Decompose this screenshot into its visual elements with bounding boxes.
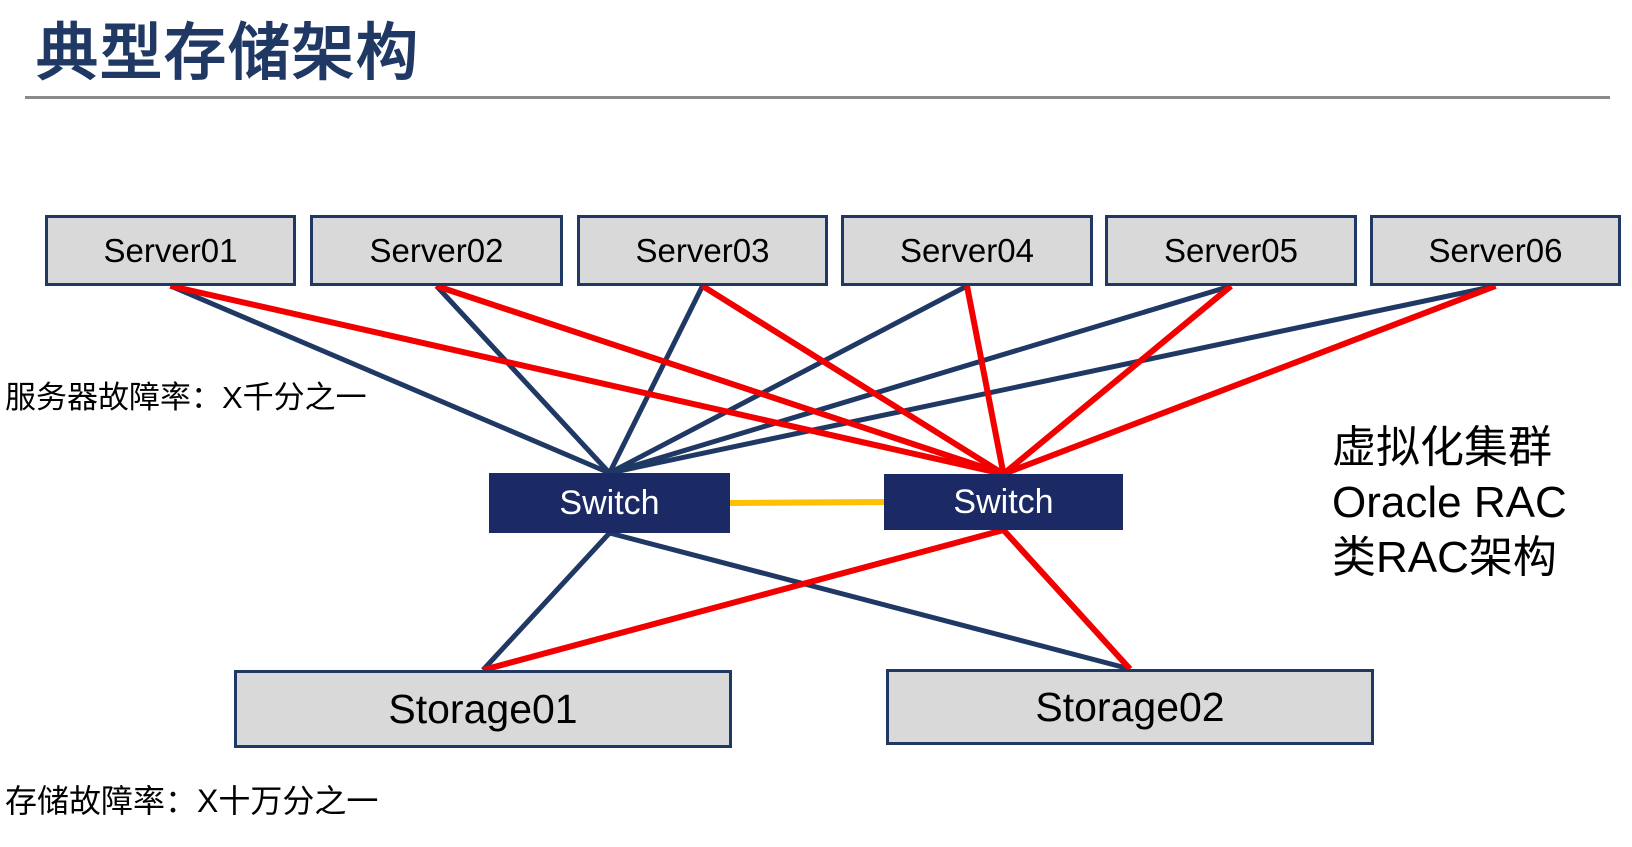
connection-line-red bbox=[964, 285, 1007, 475]
connection-line-orange bbox=[729, 499, 885, 506]
cluster-note-line-2: Oracle RAC bbox=[1332, 478, 1567, 527]
connection-line-red bbox=[1001, 283, 1233, 477]
server-03-label: Server03 bbox=[635, 231, 770, 269]
server-04-box: Server04 bbox=[841, 215, 1093, 286]
connection-line-red bbox=[435, 283, 1005, 477]
switch-right-label: Switch bbox=[953, 482, 1054, 521]
storage-failure-rate-note: 存储故障率：X十万分之一 bbox=[5, 783, 379, 819]
switch-left-box: Switch bbox=[489, 473, 730, 533]
server-06-box: Server06 bbox=[1370, 215, 1621, 286]
switch-left-label: Switch bbox=[559, 483, 660, 522]
connection-line-red bbox=[169, 283, 1005, 477]
page-title: 典型存储架构 bbox=[36, 19, 421, 88]
server-01-box: Server01 bbox=[45, 215, 296, 286]
cluster-note: 虚拟化集群 Oracle RAC 类RAC架构 bbox=[1332, 420, 1567, 585]
connection-line-red bbox=[1002, 283, 1497, 477]
server-05-label: Server05 bbox=[1164, 231, 1298, 269]
cluster-note-line-1: 虚拟化集群 bbox=[1332, 423, 1552, 472]
connection-line-navy bbox=[608, 283, 1497, 476]
switch-right-box: Switch bbox=[884, 474, 1123, 530]
connection-line-navy bbox=[481, 531, 612, 672]
storage-02-label: Storage02 bbox=[1035, 683, 1225, 730]
storage-01-label: Storage01 bbox=[388, 685, 578, 732]
server-05-box: Server05 bbox=[1105, 215, 1357, 286]
connection-line-navy bbox=[608, 530, 1131, 672]
server-04-label: Server04 bbox=[900, 231, 1034, 269]
title-divider bbox=[25, 96, 1610, 99]
server-02-label: Server02 bbox=[369, 231, 504, 269]
connection-line-red bbox=[700, 283, 1006, 477]
connection-line-navy bbox=[608, 283, 969, 476]
server-06-label: Server06 bbox=[1428, 231, 1563, 269]
storage-01-box: Storage01 bbox=[234, 670, 732, 748]
connection-line-red bbox=[1001, 527, 1133, 672]
server-01-label: Server01 bbox=[103, 231, 238, 269]
storage-02-box: Storage02 bbox=[886, 669, 1374, 745]
connection-line-red bbox=[482, 527, 1005, 673]
server-03-box: Server03 bbox=[577, 215, 828, 286]
server-failure-rate-note: 服务器故障率：X千分之一 bbox=[5, 380, 367, 415]
cluster-note-line-3: 类RAC架构 bbox=[1332, 533, 1557, 582]
server-02-box: Server02 bbox=[310, 215, 563, 286]
connection-line-navy bbox=[434, 284, 612, 475]
connection-line-navy bbox=[608, 283, 1232, 476]
connection-line-navy bbox=[607, 284, 705, 475]
connection-line-navy bbox=[169, 283, 611, 476]
